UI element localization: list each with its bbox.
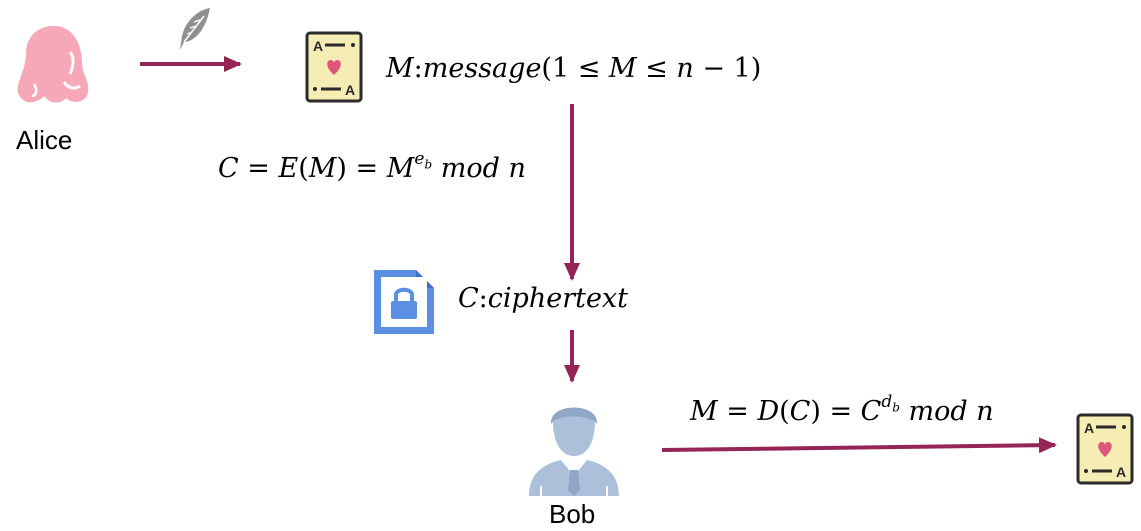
enc-arg-open: (	[298, 153, 309, 184]
woman-silhouette-icon	[14, 24, 94, 111]
enc-fn: E	[278, 153, 299, 184]
enc-exp-sub: b	[424, 157, 433, 172]
quill-feather-icon	[176, 6, 212, 57]
dec-base: C	[860, 396, 882, 427]
enc-exp: e	[414, 149, 425, 169]
enc-arg-close: )	[336, 153, 347, 184]
dec-arg-close: )	[810, 396, 821, 427]
businessman-avatar-icon	[527, 400, 621, 503]
svg-text:A: A	[1084, 420, 1094, 436]
cipher-sep: :	[478, 283, 488, 314]
message-range-n: n	[676, 53, 694, 84]
ciphertext-formula: C:ciphertext	[458, 283, 628, 314]
dec-mod: mod	[899, 396, 977, 427]
enc-lhs: C	[218, 153, 239, 184]
enc-base: M	[386, 153, 415, 184]
love-letter-document-icon: A A	[1076, 413, 1134, 490]
enc-eq2: =	[346, 153, 387, 184]
message-var: M	[386, 53, 414, 84]
svg-text:A: A	[1116, 464, 1126, 480]
dec-eq2: =	[820, 396, 861, 427]
svg-text:A: A	[345, 82, 355, 98]
dec-exp: d	[881, 392, 893, 412]
dec-arg: C	[789, 396, 811, 427]
decryption-formula: M = D(C) = Cdb mod n	[690, 394, 994, 428]
message-sep: :	[413, 53, 423, 84]
dec-exp-sub: b	[892, 400, 900, 415]
alice-label: Alice	[16, 125, 73, 155]
message-range-mid: ≤	[636, 53, 677, 84]
dec-fn: D	[757, 396, 780, 427]
love-letter-document-icon: A A	[305, 31, 363, 108]
dec-lhs: M	[690, 396, 718, 427]
locked-document-icon	[372, 268, 436, 341]
bob-label: Bob	[549, 499, 596, 529]
message-formula: M:message(1 ≤ M ≤ n − 1)	[386, 53, 761, 84]
cipher-word: ciphertext	[487, 283, 629, 314]
svg-text:A: A	[313, 38, 323, 54]
encryption-formula: C = E(M) = Meb mod n	[218, 151, 526, 185]
message-range-var: M	[608, 53, 637, 84]
arrow-bob-to-message	[661, 437, 1057, 454]
dec-exponent: db	[881, 392, 900, 415]
dec-arg-open: (	[779, 396, 790, 427]
enc-eq1: =	[238, 153, 279, 184]
enc-arg: M	[308, 153, 337, 184]
enc-mod: mod	[432, 153, 509, 184]
dec-eq1: =	[717, 396, 758, 427]
message-range-close: − 1)	[693, 53, 762, 84]
message-word: message	[422, 53, 542, 84]
enc-n: n	[508, 153, 526, 184]
cipher-var: C	[458, 283, 479, 314]
dec-n: n	[976, 396, 994, 427]
message-range-open: (1 ≤	[541, 53, 609, 84]
enc-exponent: eb	[414, 149, 433, 172]
